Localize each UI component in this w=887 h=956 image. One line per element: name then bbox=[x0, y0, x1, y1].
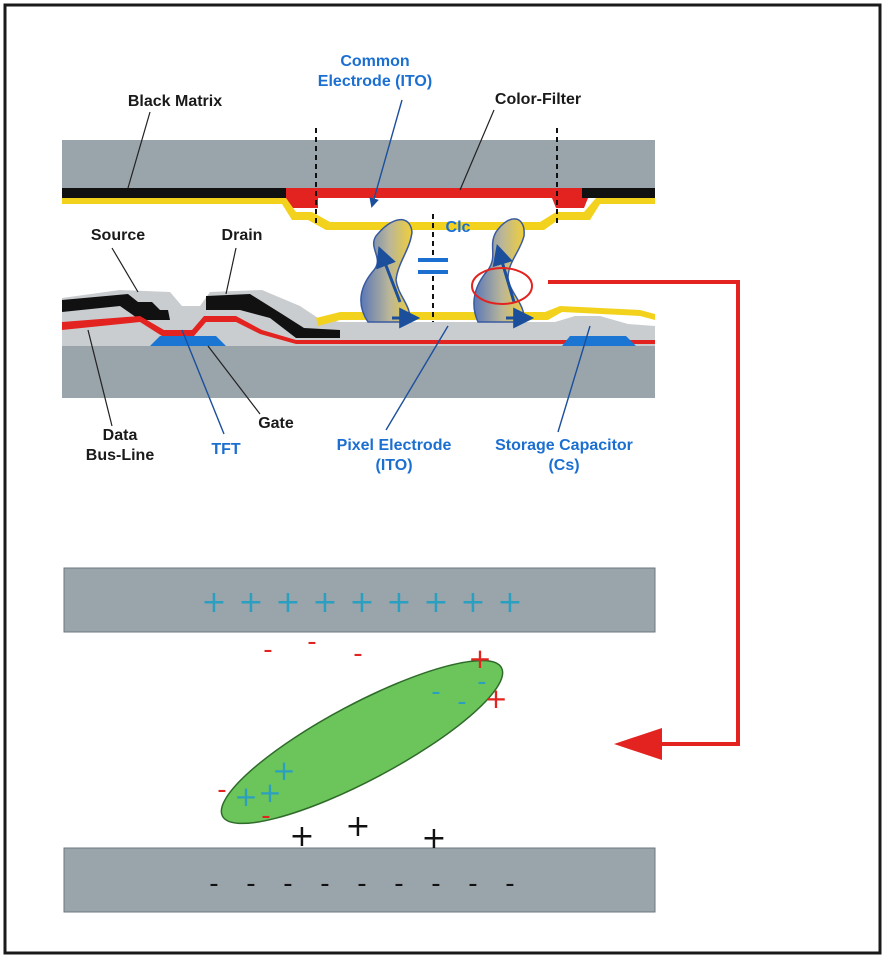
zoom-arrowhead bbox=[614, 728, 662, 760]
clc-plate-top bbox=[418, 258, 448, 262]
top-plate-charges: + + + + + + + + + bbox=[201, 585, 522, 620]
label-pixel-electrode-line1: Pixel Electrode bbox=[337, 437, 452, 454]
label-black-matrix: Black Matrix bbox=[128, 93, 222, 110]
label-color-filter: Color-Filter bbox=[495, 91, 581, 108]
bottom-plate-minus-charge: - bbox=[394, 869, 403, 899]
minus-charge: - bbox=[457, 687, 466, 717]
bottom-plate-charges: --------- bbox=[209, 869, 514, 899]
plus-charge: + bbox=[468, 642, 491, 675]
plus-charge: + bbox=[289, 819, 314, 854]
lower-glass-substrate bbox=[62, 346, 655, 398]
minus-charge: - bbox=[431, 677, 440, 707]
minus-charge: - bbox=[307, 627, 316, 657]
top-plate-plus-charge: + bbox=[386, 585, 411, 620]
bottom-plate-minus-charge: - bbox=[431, 869, 440, 899]
storage-capacitor-electrode bbox=[562, 336, 636, 346]
label-tft: TFT bbox=[211, 441, 241, 458]
bottom-plate bbox=[63, 847, 656, 913]
highlight-circle bbox=[471, 267, 533, 305]
minus-charge: - bbox=[353, 639, 362, 669]
label-common-electrode-line2: Electrode (ITO) bbox=[318, 73, 432, 90]
top-plate bbox=[63, 567, 656, 633]
minus-charge: - bbox=[263, 635, 272, 665]
label-data-bus-line2: Bus-Line bbox=[86, 447, 155, 464]
drain-metal bbox=[206, 294, 340, 338]
liquid-crystal-molecule bbox=[220, 659, 504, 825]
leader-lines-blue bbox=[181, 99, 591, 435]
top-plate-plus-charge: + bbox=[312, 585, 337, 620]
bottom-plate-minus-charge: - bbox=[357, 869, 366, 899]
clc-plate-bottom bbox=[418, 270, 448, 274]
label-gate: Gate bbox=[258, 415, 294, 432]
molecule-charges: ---++---+++--+++ bbox=[217, 627, 507, 856]
tft-gate-electrode bbox=[150, 336, 226, 346]
bottom-plate-minus-charge: - bbox=[246, 869, 255, 899]
leader-lines bbox=[87, 109, 495, 427]
zoom-connector-line bbox=[548, 280, 740, 746]
top-plate-plus-charge: + bbox=[201, 585, 226, 620]
top-plate-plus-charge: + bbox=[349, 585, 374, 620]
black-matrix-bump-left bbox=[286, 198, 318, 208]
label-storage-capacitor-line2: (Cs) bbox=[548, 457, 579, 474]
bottom-plate-minus-charge: - bbox=[468, 869, 477, 899]
plus-charge: + bbox=[258, 776, 281, 809]
upper-glass-substrate bbox=[62, 140, 655, 188]
plus-charge: + bbox=[345, 809, 370, 844]
bottom-plate-minus-charge: - bbox=[283, 869, 292, 899]
color-filter-layer bbox=[286, 188, 582, 198]
plus-charge: + bbox=[484, 682, 507, 715]
bottom-plate-minus-charge: - bbox=[209, 869, 218, 899]
top-plate-plus-charge: + bbox=[497, 585, 522, 620]
label-pixel-electrode-line2: (ITO) bbox=[375, 457, 412, 474]
liquid-crystal-right bbox=[473, 218, 535, 329]
minus-charge: - bbox=[261, 801, 270, 831]
bottom-plate-minus-charge: - bbox=[505, 869, 514, 899]
source-metal bbox=[62, 294, 170, 320]
top-plate-plus-charge: + bbox=[275, 585, 300, 620]
top-plate-plus-charge: + bbox=[423, 585, 448, 620]
plus-charge: + bbox=[421, 821, 446, 856]
label-common-electrode-line1: Common bbox=[340, 53, 409, 70]
label-storage-capacitor-line1: Storage Capacitor bbox=[495, 437, 633, 454]
label-clc: Clc bbox=[446, 219, 471, 236]
label-drain: Drain bbox=[222, 227, 263, 244]
minus-charge: - bbox=[477, 667, 486, 697]
liquid-crystal-left bbox=[360, 219, 421, 329]
minus-charge: - bbox=[217, 775, 226, 805]
plus-charge: + bbox=[234, 780, 257, 813]
black-matrix-bump-right bbox=[552, 198, 588, 208]
top-plate-plus-charge: + bbox=[238, 585, 263, 620]
top-plate-plus-charge: + bbox=[460, 585, 485, 620]
label-data-bus-line1: Data bbox=[103, 427, 138, 444]
plus-charge: + bbox=[272, 754, 295, 787]
label-source: Source bbox=[91, 227, 145, 244]
bottom-plate-minus-charge: - bbox=[320, 869, 329, 899]
